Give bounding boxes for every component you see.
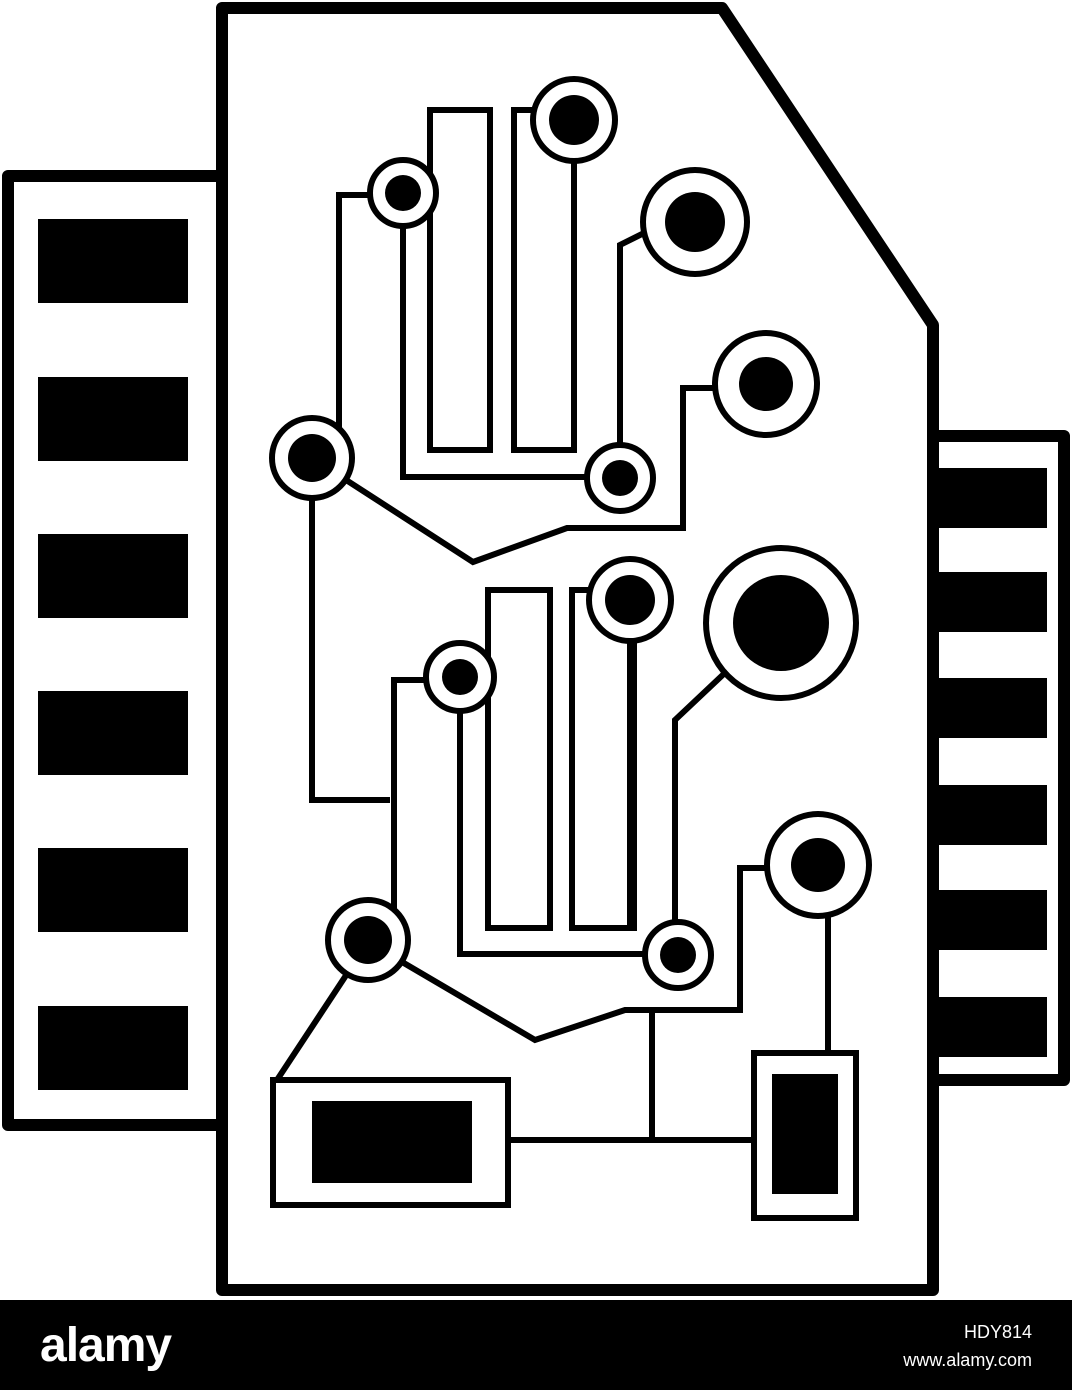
- node-dot: [442, 659, 478, 695]
- left-pin: [38, 691, 188, 775]
- node-dot: [739, 357, 793, 411]
- illustration-area: [2, 2, 1070, 1296]
- site-url: www.alamy.com: [903, 1350, 1032, 1370]
- node-dot: [733, 575, 829, 671]
- right-connector-pins: [937, 468, 1047, 1057]
- left-connector-outline: [2, 170, 228, 1131]
- left-connector-pins: [38, 219, 188, 1090]
- right-pin: [937, 890, 1047, 950]
- image-id: HDY814: [963, 1322, 1032, 1342]
- watermark-footer: alamy HDY814 www.alamy.com: [0, 1300, 1072, 1390]
- node-dot: [549, 95, 599, 145]
- node-dot: [288, 434, 336, 482]
- node-dot: [791, 838, 845, 892]
- node-dot: [665, 192, 725, 252]
- node-dot: [605, 575, 655, 625]
- node-dot: [660, 937, 696, 973]
- right-pin: [937, 997, 1047, 1057]
- right-pin: [937, 785, 1047, 845]
- left-pin: [38, 377, 188, 461]
- capacitor-body: [772, 1074, 838, 1194]
- chip-components: [270, 1050, 859, 1221]
- brand-logo: alamy: [40, 1319, 172, 1372]
- node-dot: [385, 175, 421, 211]
- left-pin: [38, 534, 188, 618]
- left-pin: [38, 848, 188, 932]
- right-pin: [937, 468, 1047, 528]
- right-pin: [937, 678, 1047, 738]
- circuit-nodes: [269, 76, 872, 991]
- left-pin: [38, 219, 188, 303]
- chip-body-outline: [216, 2, 939, 1296]
- node-dot: [602, 460, 638, 496]
- right-pin: [937, 572, 1047, 632]
- left-pin: [38, 1006, 188, 1090]
- right-connector-outline: [927, 430, 1070, 1086]
- node-dot: [344, 916, 392, 964]
- resistor-body: [312, 1101, 472, 1183]
- circuit-chip-icon: [2, 2, 1070, 1296]
